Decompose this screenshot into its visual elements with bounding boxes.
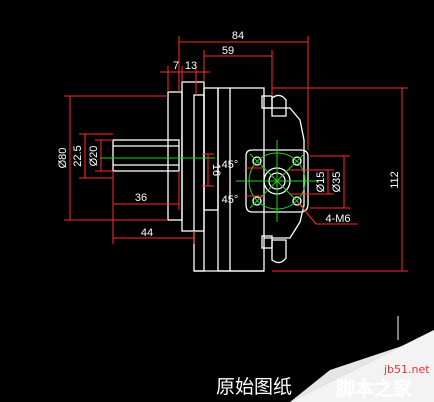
bolt-hole xyxy=(252,156,262,166)
watermark-name-overlay: 脚本之家 xyxy=(336,377,413,400)
dim-shaft-diameter: Ø20 xyxy=(88,146,100,167)
dim-pilot-diameter: 22.5 xyxy=(72,145,84,166)
watermark-site-overlay: jb51.net xyxy=(383,363,430,376)
drawing-caption: 原始图纸 xyxy=(216,376,292,398)
centerlines xyxy=(100,140,318,222)
dim-angle-top: 45° xyxy=(222,159,239,171)
bolt-hole xyxy=(252,196,262,206)
dim-angle-bottom: 45° xyxy=(222,194,239,206)
part-outline xyxy=(112,81,309,272)
dim-port-diameter-large: Ø35 xyxy=(331,172,343,193)
dim-flange-offset-b: 13 xyxy=(185,60,197,72)
front-flange xyxy=(181,81,205,232)
dim-bolt-callout: 4-M6 xyxy=(325,213,350,225)
dimension-labels: 84 59 7 13 Ø80 22.5 Ø20 36 44 16 45° 45°… xyxy=(57,30,401,239)
dim-shaft-length: 36 xyxy=(135,192,147,204)
port-flange xyxy=(245,149,309,213)
dim-overall-length: 84 xyxy=(232,30,244,42)
bolt-hole xyxy=(292,196,302,206)
pump-body xyxy=(217,87,265,272)
dim-port-diameter-small: Ø15 xyxy=(315,172,327,193)
dimension-lines xyxy=(64,36,408,272)
dim-overall-height: 112 xyxy=(389,171,401,189)
rear-cover xyxy=(264,107,305,239)
shaft xyxy=(112,139,180,172)
dim-shaft-extension: 44 xyxy=(141,227,153,239)
dim-key-width: 16 xyxy=(210,164,222,176)
bolt-hole xyxy=(292,156,302,166)
dim-flange-offset-a: 7 xyxy=(173,60,179,72)
dim-body-length: 59 xyxy=(222,45,234,57)
dim-outer-diameter: Ø80 xyxy=(57,148,69,169)
